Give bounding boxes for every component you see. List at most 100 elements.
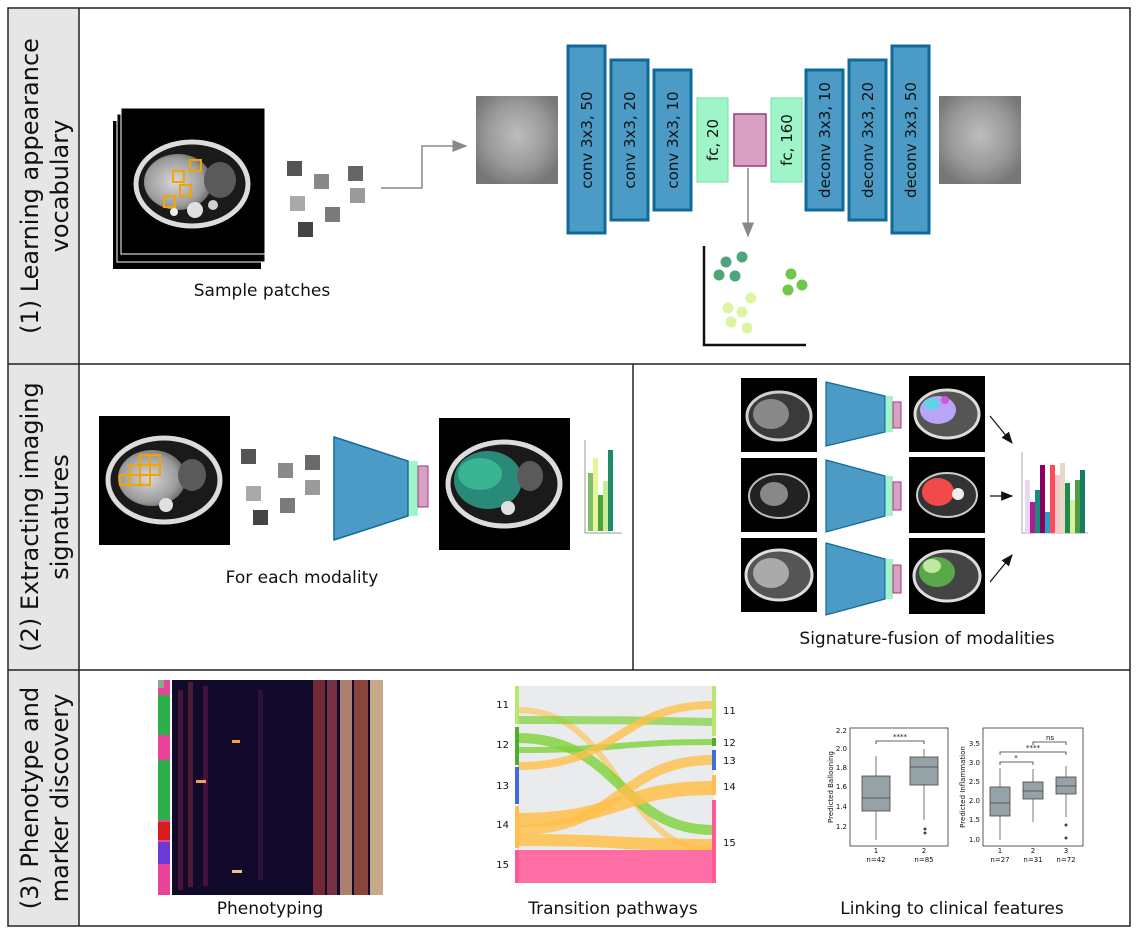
row2-label: (2) Extracting imaging signatures xyxy=(16,382,74,651)
svg-text:deconv 3x3, 50: deconv 3x3, 50 xyxy=(902,82,920,198)
ballooning-ylabel: Predicted Ballooning xyxy=(827,751,835,823)
svg-text:deconv 3x3, 10: deconv 3x3, 10 xyxy=(816,82,834,198)
fc-in-layer: fc, 20 xyxy=(696,97,729,183)
boxplot-inflammation: Predicted Inflammation 1.0 1.5 2.0 2.5 3… xyxy=(959,727,1084,864)
latent-code xyxy=(733,113,767,167)
svg-text:conv 3x3, 20: conv 3x3, 20 xyxy=(621,91,639,188)
autoencoder: conv 3x3, 50 conv 3x3, 20 conv 3x3, 10 f… xyxy=(566,44,931,235)
caption-each-modality: For each modality xyxy=(226,568,379,588)
encoder-layer-3: conv 3x3, 10 xyxy=(652,68,693,212)
caption-phenotyping: Phenotyping xyxy=(217,899,323,919)
ballooning-yticks: 1.2 1.4 1.6 1.8 2.0 2.2 xyxy=(836,727,848,831)
svg-text:2: 2 xyxy=(1031,847,1035,855)
svg-text:2.0: 2.0 xyxy=(836,745,847,753)
encoder-row2 xyxy=(333,435,429,542)
caption-signature-fusion: Signature-fusion of modalities xyxy=(799,629,1054,649)
caption-sample-patches: Sample patches xyxy=(194,281,331,301)
boxplot-ballooning: Predicted Ballooning 1.2 1.4 1.6 1.8 2.0… xyxy=(827,727,949,864)
svg-text:deconv 3x3, 20: deconv 3x3, 20 xyxy=(859,82,877,198)
heatmap-columns xyxy=(178,680,383,895)
row1-label-line2: vocabulary xyxy=(46,120,74,253)
mri-liver-overlay xyxy=(439,418,570,550)
svg-text:n=27: n=27 xyxy=(990,856,1009,864)
mri-modality-input xyxy=(99,416,230,545)
svg-text:14: 14 xyxy=(496,820,509,831)
modality-1 xyxy=(741,376,1013,452)
svg-text:12: 12 xyxy=(723,738,736,749)
sampled-patches-row2 xyxy=(241,449,320,525)
svg-text:1.8: 1.8 xyxy=(836,764,847,772)
encoder-layer-1: conv 3x3, 50 xyxy=(566,44,607,235)
svg-text:13: 13 xyxy=(496,781,509,792)
inflammation-yticks: 1.0 1.5 2.0 2.5 3.0 3.5 xyxy=(969,740,980,844)
output-patch xyxy=(939,96,1021,184)
row1-label-line1: (1) Learning appearance xyxy=(16,38,44,334)
modality-fusion xyxy=(741,376,1088,616)
sankey-left-labels: 11 12 13 14 15 xyxy=(496,700,509,871)
row1-label: (1) Learning appearance vocabulary xyxy=(16,38,74,334)
decoder-layer-2: deconv 3x3, 20 xyxy=(847,58,888,222)
inflammation-ylabel: Predicted Inflammation xyxy=(959,746,967,828)
svg-text:fc, 20: fc, 20 xyxy=(704,119,722,161)
fused-signature xyxy=(1021,452,1088,534)
svg-text:1.2: 1.2 xyxy=(836,823,847,831)
inflammation-sig-1: * xyxy=(1014,754,1018,762)
svg-text:n=42: n=42 xyxy=(866,856,885,864)
modality-2 xyxy=(741,457,1014,533)
sankey-right-labels: 11 12 13 14 15 xyxy=(723,706,736,849)
svg-text:3.5: 3.5 xyxy=(969,740,980,748)
row2-label-line1: (2) Extracting imaging xyxy=(16,382,44,651)
encoder-layer-2: conv 3x3, 20 xyxy=(609,58,650,222)
svg-text:1.0: 1.0 xyxy=(969,836,980,844)
svg-text:conv 3x3, 10: conv 3x3, 10 xyxy=(664,91,682,188)
svg-text:3.0: 3.0 xyxy=(969,759,980,767)
svg-text:11: 11 xyxy=(723,706,736,717)
svg-text:1: 1 xyxy=(998,847,1002,855)
ballooning-sig: **** xyxy=(893,733,908,741)
svg-text:13: 13 xyxy=(723,756,736,767)
fc-out-layer: fc, 160 xyxy=(770,97,803,183)
svg-text:2.2: 2.2 xyxy=(836,727,847,735)
row3-label-line1: (3) Phenotype and xyxy=(16,687,44,909)
svg-text:conv 3x3, 50: conv 3x3, 50 xyxy=(578,91,596,188)
svg-text:14: 14 xyxy=(723,782,736,793)
modality-3 xyxy=(741,538,1013,616)
mri-stack xyxy=(113,107,266,269)
latent-scatter xyxy=(702,246,808,347)
svg-text:2.5: 2.5 xyxy=(969,778,980,786)
caption-transition: Transition pathways xyxy=(527,899,698,919)
caption-linking: Linking to clinical features xyxy=(840,899,1064,919)
sampled-patches xyxy=(287,161,365,237)
svg-text:1.4: 1.4 xyxy=(836,803,848,811)
svg-text:11: 11 xyxy=(496,700,509,711)
svg-text:fc, 160: fc, 160 xyxy=(778,114,796,166)
svg-text:2: 2 xyxy=(922,847,926,855)
svg-text:1.5: 1.5 xyxy=(969,816,980,824)
svg-text:12: 12 xyxy=(496,740,509,751)
svg-text:15: 15 xyxy=(723,838,736,849)
svg-text:n=31: n=31 xyxy=(1023,856,1042,864)
svg-text:3: 3 xyxy=(1064,847,1068,855)
svg-text:n=72: n=72 xyxy=(1056,856,1075,864)
svg-text:15: 15 xyxy=(496,860,509,871)
svg-text:1.6: 1.6 xyxy=(836,783,848,791)
signature-histogram xyxy=(584,440,622,534)
inflammation-sig-4: **** xyxy=(1026,744,1041,752)
inflammation-sig-ns: ns xyxy=(1046,734,1054,742)
sankey-diagram: 11 12 13 14 15 11 12 13 14 15 xyxy=(496,686,736,883)
row2-label-line2: signatures xyxy=(46,454,74,580)
input-patch xyxy=(476,96,558,184)
phenotype-heatmap xyxy=(158,680,383,895)
decoder-layer-1: deconv 3x3, 10 xyxy=(804,68,845,212)
patch-to-ae-arrow xyxy=(381,140,468,189)
panel-frame xyxy=(7,7,1131,927)
svg-text:1: 1 xyxy=(874,847,878,855)
patch-boxes xyxy=(163,159,202,208)
row3-label-line2: marker discovery xyxy=(46,694,74,903)
patch-grid xyxy=(119,454,161,486)
decoder-layer-3: deconv 3x3, 50 xyxy=(890,44,931,235)
svg-text:n=85: n=85 xyxy=(914,856,933,864)
row3-label: (3) Phenotype and marker discovery xyxy=(16,687,74,909)
svg-text:2.0: 2.0 xyxy=(969,797,980,805)
